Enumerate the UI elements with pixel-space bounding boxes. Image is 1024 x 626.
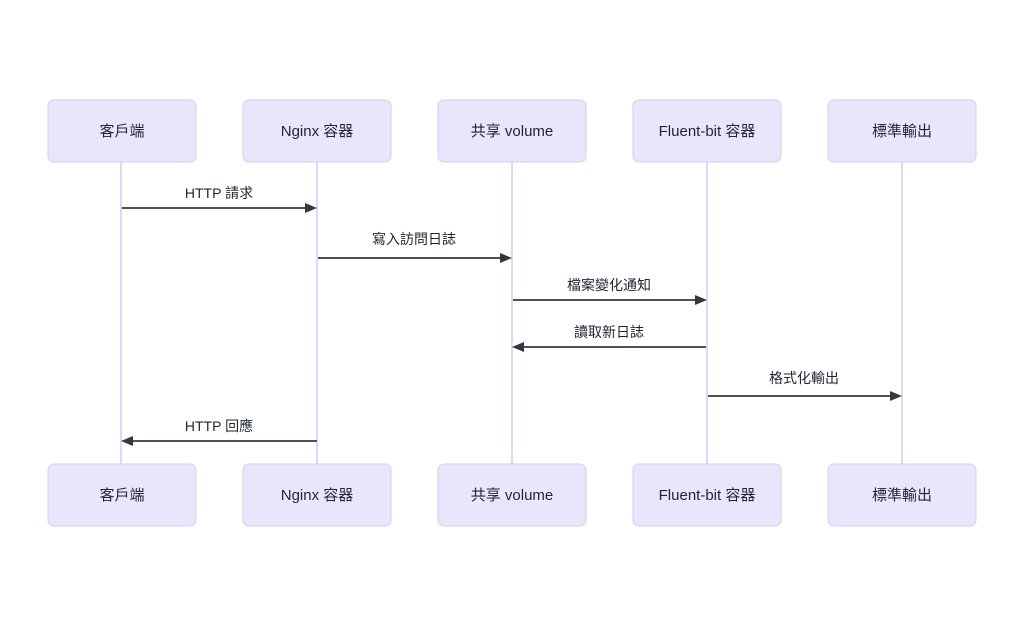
participants-bottom: 客戶端 Nginx 容器 共享 volume Fluent-bit 容器 標準輸… <box>47 463 977 527</box>
message-formatted-output[interactable]: 格式化輸出 <box>708 370 902 401</box>
participant-label: 客戶端 <box>99 487 144 504</box>
participant-top-volume[interactable]: 共享 volume <box>437 99 587 163</box>
participant-label: 客戶端 <box>99 123 144 140</box>
participant-label: 標準輸出 <box>872 123 932 140</box>
message-label: 讀取新日誌 <box>574 324 644 340</box>
arrowhead-right-icon <box>695 295 707 305</box>
arrowhead-right-icon <box>890 391 902 401</box>
participant-label: Nginx 容器 <box>281 123 354 140</box>
participant-box <box>47 463 197 527</box>
participant-label: Fluent-bit 容器 <box>659 123 756 140</box>
participants-top: 客戶端 Nginx 容器 共享 volume Fluent-bit 容器 標準輸… <box>47 99 977 163</box>
message-label: HTTP 請求 <box>185 185 253 201</box>
participant-label: 標準輸出 <box>872 487 932 504</box>
participant-label: Nginx 容器 <box>281 487 354 504</box>
messages-group: HTTP 請求 寫入訪問日誌 檔案變化通知 讀取新日誌 <box>121 185 902 446</box>
message-file-change-notify[interactable]: 檔案變化通知 <box>513 277 707 305</box>
participant-box <box>632 463 782 527</box>
arrowhead-right-icon <box>500 253 512 263</box>
participant-box <box>437 463 587 527</box>
message-label: HTTP 回應 <box>185 418 253 434</box>
arrowhead-left-icon <box>512 342 524 352</box>
participant-box <box>242 463 392 527</box>
message-write-access-log[interactable]: 寫入訪問日誌 <box>318 231 512 263</box>
participant-bottom-client[interactable]: 客戶端 <box>47 463 197 527</box>
participant-top-fluentbit[interactable]: Fluent-bit 容器 <box>632 99 782 163</box>
participant-box <box>242 99 392 163</box>
arrowhead-left-icon <box>121 436 133 446</box>
participant-box <box>827 463 977 527</box>
participant-box <box>632 99 782 163</box>
participant-label: 共享 volume <box>471 487 554 504</box>
participant-bottom-stdout[interactable]: 標準輸出 <box>827 463 977 527</box>
participant-top-client[interactable]: 客戶端 <box>47 99 197 163</box>
participant-bottom-nginx[interactable]: Nginx 容器 <box>242 463 392 527</box>
message-label: 格式化輸出 <box>769 370 839 386</box>
message-label: 檔案變化通知 <box>567 277 651 293</box>
participant-bottom-volume[interactable]: 共享 volume <box>437 463 587 527</box>
message-read-new-log[interactable]: 讀取新日誌 <box>512 324 706 352</box>
participant-label: 共享 volume <box>471 123 554 140</box>
lifelines-group <box>120 161 903 464</box>
participant-label: Fluent-bit 容器 <box>659 487 756 504</box>
participant-top-stdout[interactable]: 標準輸出 <box>827 99 977 163</box>
participant-box <box>827 99 977 163</box>
arrowhead-right-icon <box>305 203 317 213</box>
participant-box <box>437 99 587 163</box>
participant-bottom-fluentbit[interactable]: Fluent-bit 容器 <box>632 463 782 527</box>
participant-box <box>47 99 197 163</box>
participant-top-nginx[interactable]: Nginx 容器 <box>242 99 392 163</box>
message-label: 寫入訪問日誌 <box>372 231 456 247</box>
message-http-response[interactable]: HTTP 回應 <box>121 418 317 446</box>
message-http-request[interactable]: HTTP 請求 <box>122 185 317 213</box>
